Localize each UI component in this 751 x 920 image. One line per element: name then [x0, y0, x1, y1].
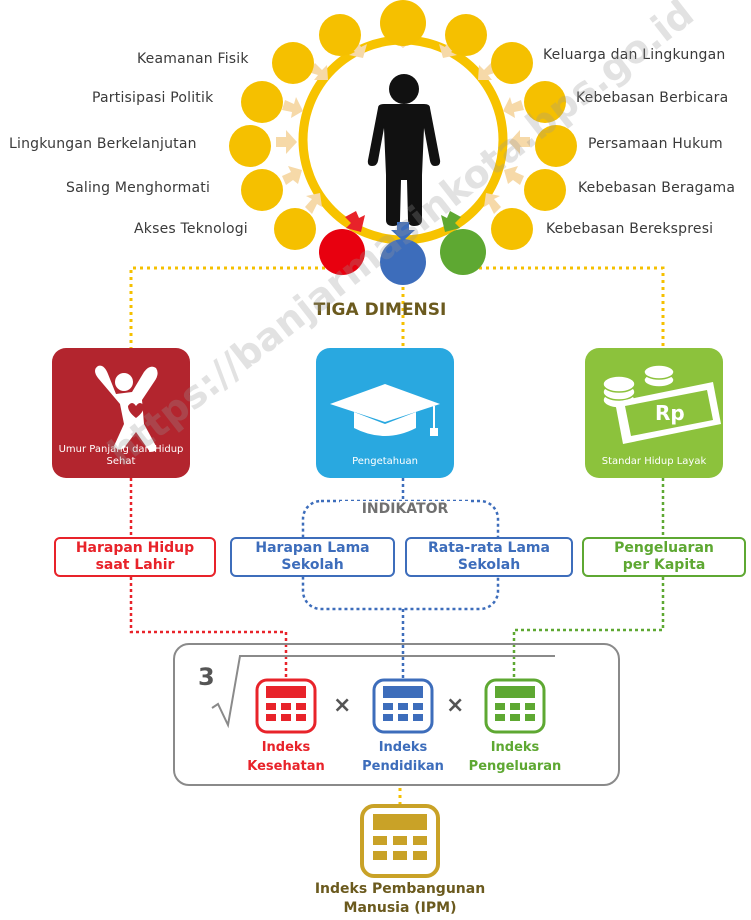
aspect-label-right-2: Kebebasan Berbicara — [576, 90, 729, 106]
aspect-label-right-1: Keluarga dan Lingkungan — [543, 47, 726, 63]
aspect-label-left-2: Partisipasi Politik — [92, 90, 214, 106]
indicator-line2: per Kapita — [622, 557, 706, 573]
indicator-line2: saat Lahir — [95, 557, 175, 573]
index-line2: Pengeluaran — [468, 759, 562, 774]
root-symbol — [211, 655, 555, 729]
calculator-icon-kesehatan — [255, 678, 317, 734]
indicator-line1: Harapan Lama — [255, 540, 370, 556]
person-icon — [367, 74, 441, 226]
indicator-line1: Harapan Hidup — [75, 540, 195, 556]
index-line2: Pendidikan — [362, 759, 444, 774]
calculator-icon-ipm — [360, 804, 440, 878]
connector-lines — [129, 255, 665, 806]
dimension-caption-pengeluaran: Standar Hidup Layak — [601, 456, 707, 467]
ipm-line2: Manusia (IPM) — [343, 900, 457, 916]
calculator-icon-pendidikan — [372, 678, 434, 734]
index-line1: Indeks — [261, 740, 311, 755]
aspect-label-right-3: Persamaan Hukum — [588, 136, 723, 152]
index-line2: Kesehatan — [247, 759, 325, 774]
indicator-heading: INDIKATOR — [340, 501, 470, 517]
aspect-label-left-3: Lingkungan Berkelanjutan — [9, 136, 197, 152]
indicator-line2: Sekolah — [457, 557, 521, 573]
multiply-sign-1: × — [333, 693, 352, 718]
dimension-card-pendidikan: Pengetahuan — [316, 348, 454, 478]
dimension-dots — [319, 229, 486, 285]
dimension-arrows — [345, 211, 461, 241]
calculator-icon-pengeluaran — [484, 678, 546, 734]
money-icon: Rp — [602, 364, 721, 444]
graduation-cap-icon — [330, 384, 440, 436]
multiply-sign-2: × — [446, 693, 465, 718]
aspect-label-left-1: Keamanan Fisik — [137, 51, 249, 67]
indicator-line1: Pengeluaran — [614, 540, 714, 556]
svg-text:Rp: Rp — [655, 401, 685, 425]
dimension-card-pengeluaran: Rp Standar Hidup Layak — [585, 348, 723, 478]
dimension-card-kesehatan: Umur Panjang dan Hidup Sehat — [52, 348, 190, 478]
dimension-caption-pendidikan: Pengetahuan — [352, 456, 418, 467]
section-title: TIGA DIMENSI — [313, 300, 447, 320]
person-heart-icon — [95, 365, 158, 452]
aspect-label-left-5: Akses Teknologi — [134, 221, 248, 237]
index-line1: Indeks — [490, 740, 540, 755]
aspect-label-right-4: Kebebasan Beragama — [578, 180, 736, 196]
indicator-line1: Rata-rata Lama — [428, 540, 550, 556]
formula-box — [173, 643, 620, 786]
aspect-label-left-4: Saling Menghormati — [66, 180, 211, 196]
dimension-caption-kesehatan: Umur Panjang dan Hidup Sehat — [58, 444, 184, 467]
aspect-label-right-5: Kebebasan Berekspresi — [546, 221, 714, 237]
aspect-circles — [229, 0, 577, 250]
indicator-line2: Sekolah — [281, 557, 344, 573]
ipm-line1: Indeks Pembangunan — [314, 881, 486, 897]
root-index: 3 — [198, 663, 215, 691]
index-line1: Indeks — [378, 740, 428, 755]
